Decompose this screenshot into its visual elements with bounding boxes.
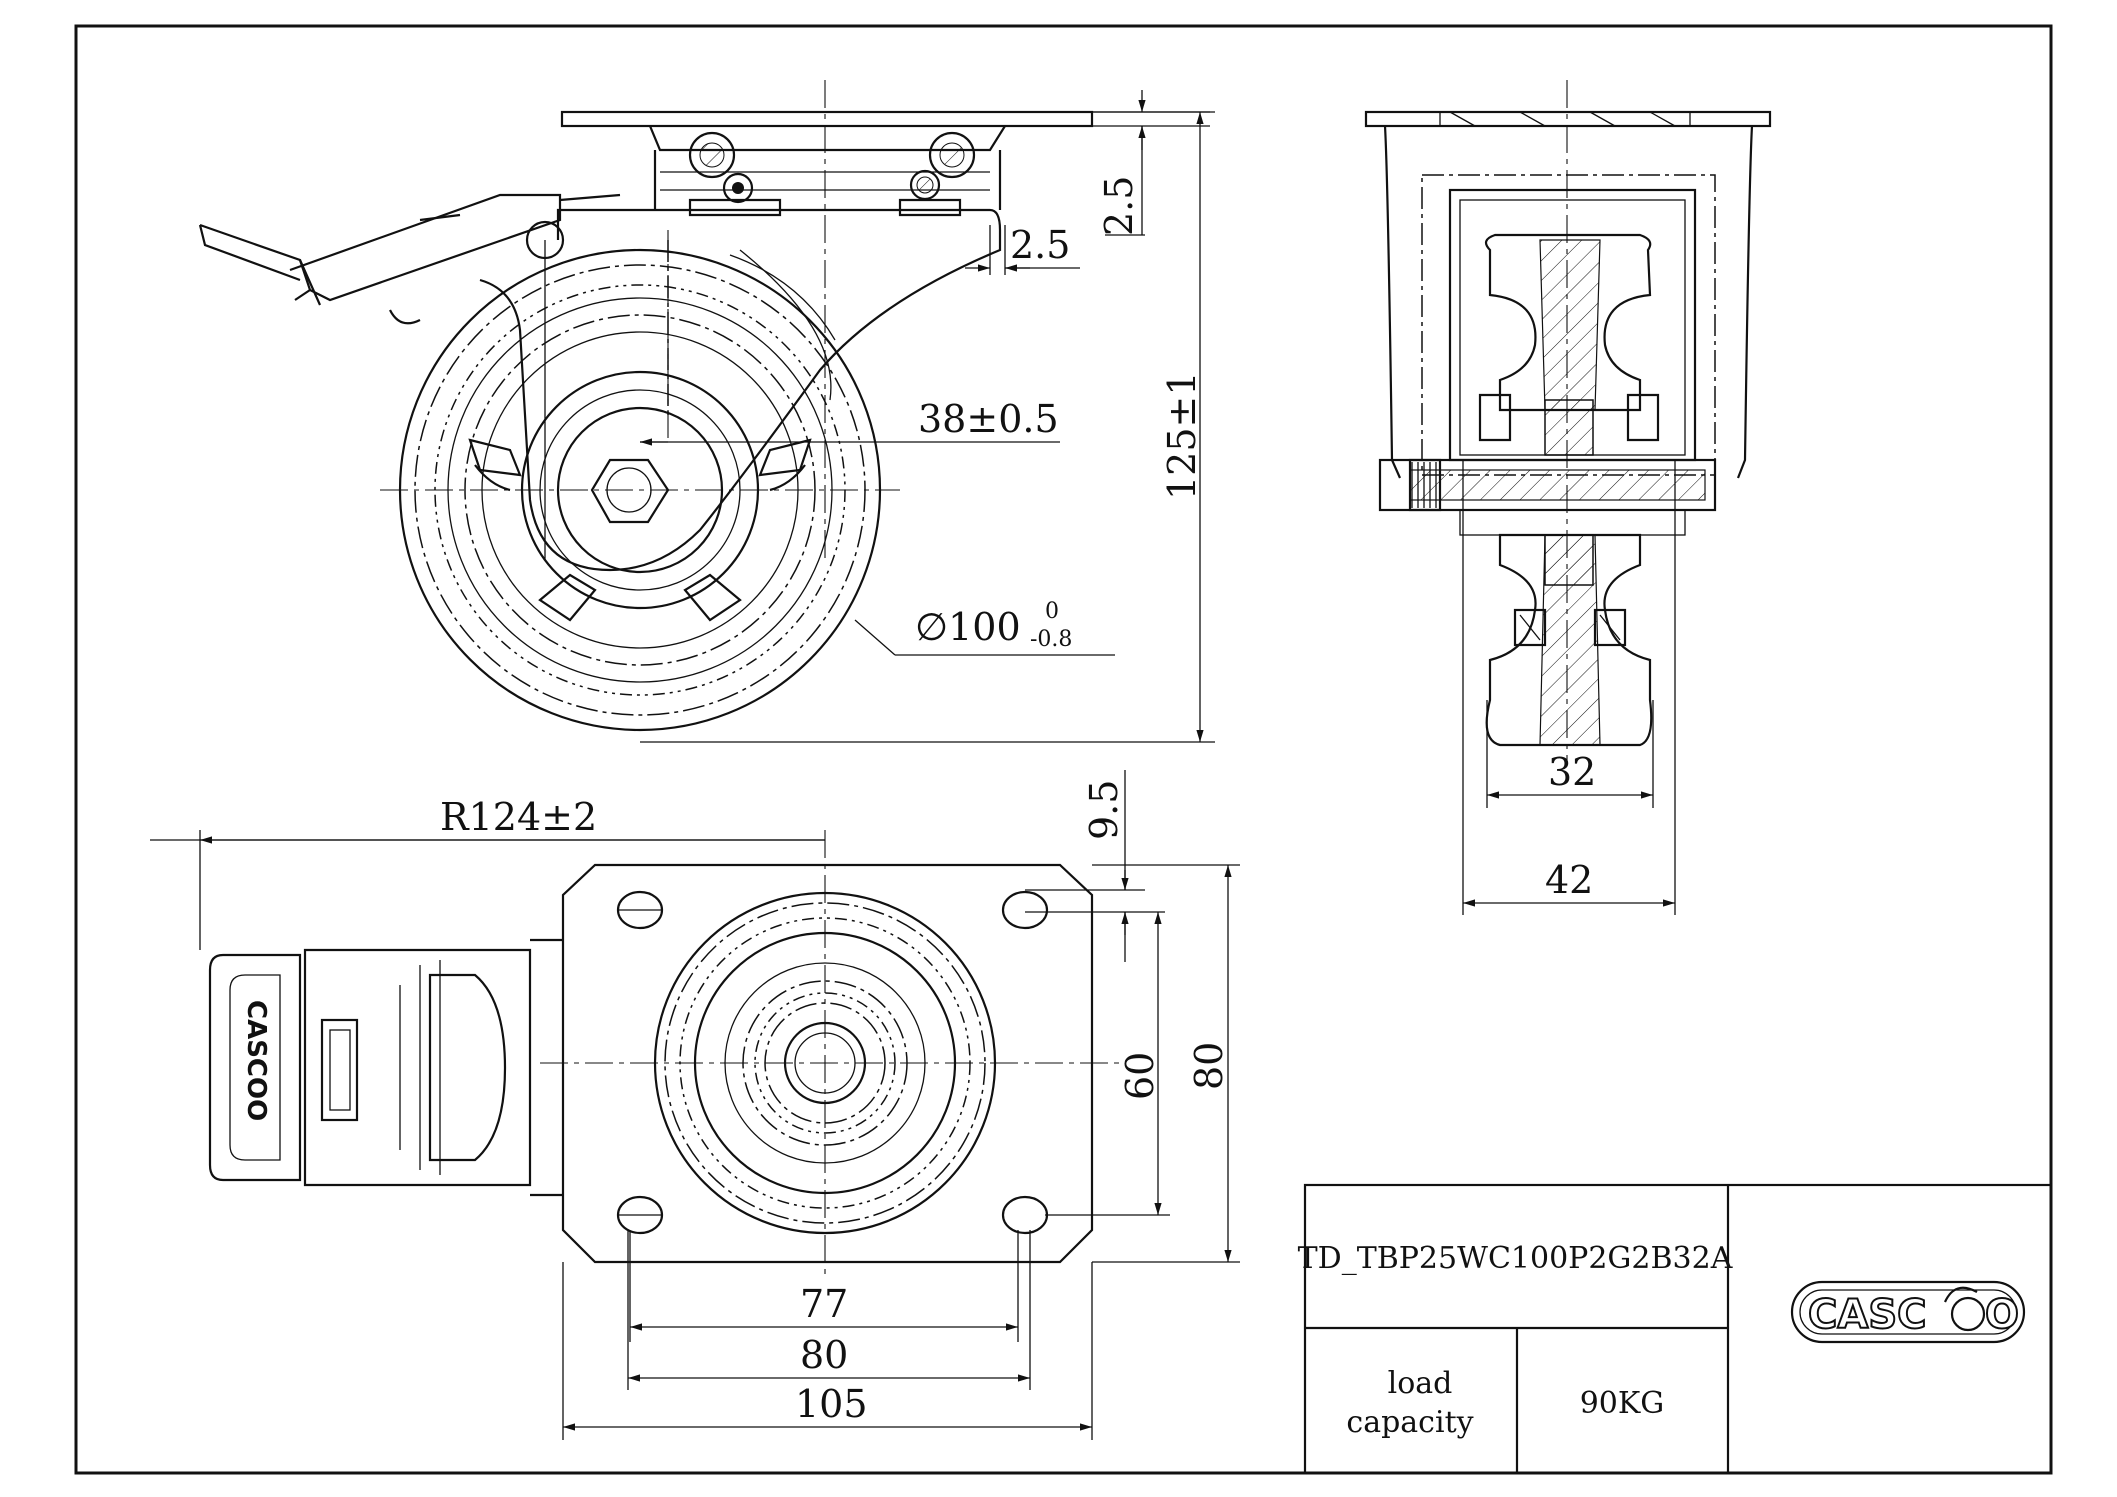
dim-offset: 38±0.5 (918, 397, 1059, 441)
brand-logo: CASC O (1790, 1280, 2026, 1344)
top-view-dimensions: R124±2 9.5 60 80 77 80 105 (199, 770, 1240, 1440)
side-view (198, 80, 1094, 732)
dim-hole-spacing-y: 60 (1118, 1052, 1162, 1100)
top-view: CASCOO (150, 830, 1120, 1280)
title-block: TD_TBP25WC100P2G2B32A load capacity 90KG… (1298, 1183, 2053, 1475)
front-view (1364, 80, 1772, 760)
dim-side-gap: 2.5 (1010, 223, 1070, 267)
load-capacity-label-line1: load (1388, 1366, 1453, 1401)
dim-plate-length: 105 (795, 1382, 868, 1426)
dim-fork-width: 42 (1545, 858, 1593, 902)
load-capacity-label-line2: capacity (1346, 1405, 1473, 1440)
dim-plate-width-y: 80 (1187, 1042, 1231, 1090)
pedal-brand-logo: CASCOO (241, 1000, 271, 1121)
dim-wheel-width: 32 (1548, 750, 1596, 794)
dim-wheel-tol-lower: -0.8 (1030, 627, 1072, 652)
dim-wheel-tol-upper: 0 (1045, 599, 1059, 624)
dim-plate-edge-to-hole: 9.5 (1082, 780, 1126, 840)
part-number: TD_TBP25WC100P2G2B32A (1298, 1241, 1733, 1276)
dim-swivel-radius: R124±2 (440, 795, 597, 839)
drawing-frame (74, 24, 2053, 1475)
dim-hole-spacing-x-a: 77 (800, 1282, 848, 1326)
side-view-dimensions: 2.5 2.5 38±0.5 ∅100 0 -0.8 125±1 (640, 90, 1215, 743)
front-view-dimensions: 32 42 (1462, 460, 1676, 915)
svg-text:CASC: CASC (1808, 1292, 1926, 1338)
dim-top-plate-gap: 2.5 (1097, 176, 1141, 236)
dim-wheel-diameter: ∅100 (915, 605, 1021, 649)
load-capacity-value: 90KG (1580, 1386, 1665, 1421)
svg-text:O: O (1985, 1292, 2019, 1338)
dim-hole-spacing-x-b: 80 (800, 1333, 848, 1377)
dim-overall-height: 125±1 (1160, 371, 1204, 500)
